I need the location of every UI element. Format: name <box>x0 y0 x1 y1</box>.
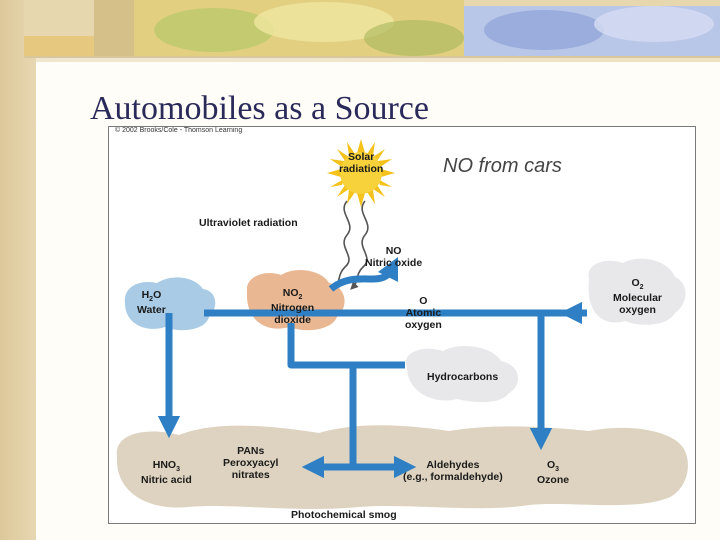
hydrocarbons-label: Hydrocarbons <box>427 371 499 383</box>
uv-ray-1 <box>332 200 351 290</box>
sun-icon <box>327 139 395 207</box>
h2o-label: H2O Water <box>137 289 166 317</box>
left-border-strip <box>0 0 36 540</box>
diagram-graphics <box>116 200 688 509</box>
o2-label: O2 Molecular oxygen <box>613 277 663 317</box>
hydrocarbons-cloud <box>406 346 519 403</box>
photochemical-smog-label: Photochemical smog <box>291 509 397 521</box>
hno3-label: HNO3 Nitric acid <box>141 459 192 487</box>
aldehydes-label: Aldehydes (e.g., formaldehyde) <box>403 459 503 484</box>
pans-label: PANs Peroxyacyl nitrates <box>223 445 279 482</box>
copyright-text: © 2002 Brooks/Cole - Thomson Learning <box>115 127 243 134</box>
smog-diagram: © 2002 Brooks/Cole - Thomson Learning NO… <box>108 126 696 524</box>
water-cloud <box>124 277 216 331</box>
o3-label: O3 Ozone <box>537 459 570 487</box>
arrow-no2-to-no <box>328 256 399 292</box>
no2-label: NO2 Nitrogen dioxide <box>271 287 315 327</box>
uv-label: Ultraviolet radiation <box>199 217 298 229</box>
decorative-banner <box>24 0 720 58</box>
uv-ray-2 <box>350 200 369 290</box>
slide-title: Automobiles as a Source <box>90 90 429 127</box>
arrow-loop <box>287 323 405 369</box>
o2-cloud <box>588 258 686 325</box>
atomic-oxygen-label: O Atomic oxygen <box>405 295 442 332</box>
callout-no-from-cars: NO from cars <box>443 155 562 177</box>
